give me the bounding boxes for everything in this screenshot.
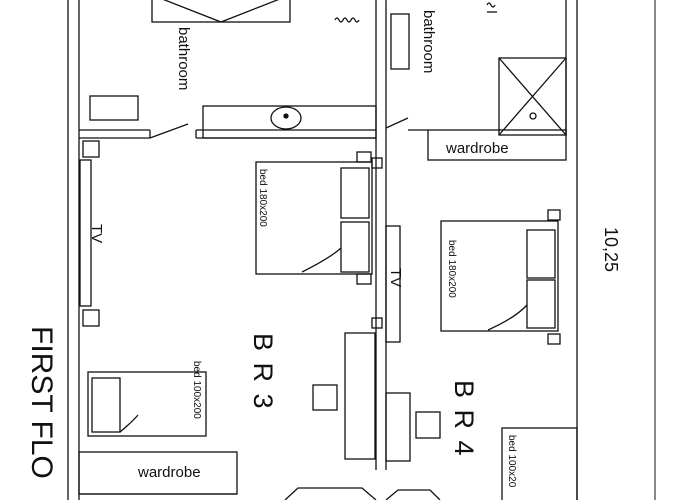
label-tv-middle: TV xyxy=(387,268,404,287)
outer-walls xyxy=(67,0,578,500)
chair-br3 xyxy=(312,384,338,411)
floor-title: FIRST FLO xyxy=(25,326,58,479)
cabinet-right-bathroom xyxy=(390,13,410,70)
room-label-br3: B R 3 xyxy=(248,333,278,411)
door-leaf-bathroom-left xyxy=(149,123,189,139)
label-bathroom-left: bathroom xyxy=(175,27,192,90)
label-bed-br4: bed 180x200 xyxy=(446,240,457,298)
bottom-door-outline-right xyxy=(385,489,441,500)
wardrobe-right xyxy=(427,129,567,161)
label-tv-left: TV xyxy=(88,224,105,243)
room-label-br4: B R 4 xyxy=(449,380,479,458)
center-partition-wall xyxy=(375,0,387,470)
single-bed-right xyxy=(501,427,578,500)
bathtub-left-cross xyxy=(162,0,280,23)
shower-tray xyxy=(498,57,567,136)
tv-unit-middle xyxy=(371,157,401,343)
tv-unit-left xyxy=(79,140,100,327)
radiator-left xyxy=(334,17,360,23)
radiator-right xyxy=(486,2,496,8)
shower-drain xyxy=(529,112,537,120)
label-wardrobe-left: wardrobe xyxy=(137,464,201,481)
door-leaf-bathroom-right xyxy=(385,117,409,129)
double-bed-br3 xyxy=(255,151,373,285)
single-bed-left xyxy=(87,371,207,437)
label-bed-small-right: bed 100x20 xyxy=(506,435,517,488)
label-bathroom-right: bathroom xyxy=(420,10,437,73)
label-wardrobe-right: wardrobe xyxy=(445,140,509,157)
double-bed-br4 xyxy=(440,209,561,345)
vanity-counter-left xyxy=(202,105,377,139)
bottom-door-outline xyxy=(284,487,377,500)
sink-drain-left xyxy=(283,113,289,119)
sink-basin-left xyxy=(270,106,302,130)
toilet-tank-left xyxy=(89,95,139,121)
dimension-label: 10,25 xyxy=(601,227,621,272)
desk-br3 xyxy=(344,332,376,460)
label-bed-small-left: bed 100x200 xyxy=(191,361,202,419)
chair-br4 xyxy=(415,411,441,439)
label-bed-br3: bed 180x200 xyxy=(257,169,268,227)
desk-br4 xyxy=(385,392,411,462)
bathroom-left-bottom-wall xyxy=(79,129,376,139)
